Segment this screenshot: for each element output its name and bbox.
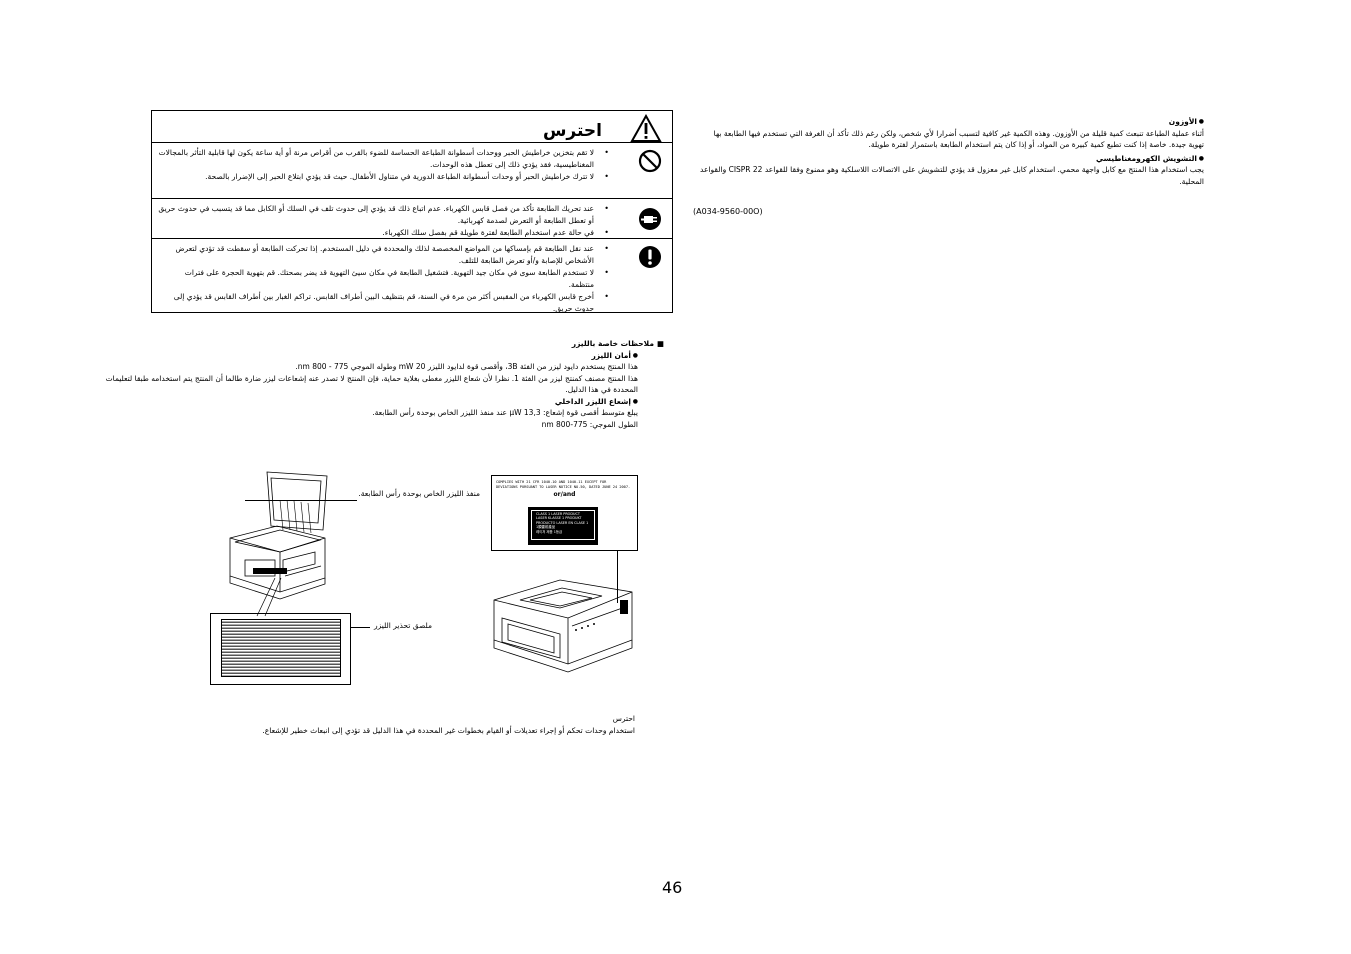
warning-item: عند نقل الطابعة قم بإمساكها من المواضع ا… bbox=[158, 243, 612, 266]
warning-row-unplug: عند تحريك الطابعة تأكد من فصل قابس الكهر… bbox=[152, 198, 672, 238]
class-label-line: CLASS 1 LASER PRODUCT bbox=[536, 512, 580, 516]
laser-warning-label-box bbox=[210, 613, 351, 685]
warning-item: في حالة عدم استخدام الطابعة لفترة طويلة … bbox=[158, 227, 612, 239]
class-label-line: 1類雷射產品 bbox=[536, 525, 556, 530]
ozone-text: أثناء عملية الطباعة تنبعث كمية قليلة من … bbox=[713, 128, 1204, 150]
emi-heading: التشويش الكهرومغناطيسي bbox=[700, 153, 1204, 165]
warning-item: عند تحريك الطابعة تأكد من فصل قابس الكهر… bbox=[158, 203, 612, 226]
laser-safety-line: هذا المنتج يستخدم دايود ليزر من الفئة 3B… bbox=[295, 362, 638, 371]
class1-label-outer: CLASS 1 LASER PRODUCT LASER KLASSE 1 PRO… bbox=[528, 507, 598, 545]
warning-box: احترس لا تقم بتخزين خراطيش الحبر ووحدات … bbox=[151, 110, 673, 313]
warning-item: لا تقم بتخزين خراطيش الحبر ووحدات أسطوان… bbox=[158, 147, 612, 170]
warning-row-storage: لا تقم بتخزين خراطيش الحبر ووحدات أسطوان… bbox=[152, 142, 672, 198]
class-label-line: 레이저 제품 1등급 bbox=[536, 529, 563, 534]
cert-line: DEVIATIONS PURSUANT TO LASER NOTICE NO.5… bbox=[496, 485, 631, 489]
cert-or-and: or/and bbox=[553, 491, 576, 498]
warning-item: أخرج قابس الكهرباء من المقبس أكثر من مرة… bbox=[158, 291, 612, 314]
warning-triangle-icon bbox=[630, 114, 662, 142]
callout-laser-aperture: منفذ الليزر الخاص بوحدة رأس الطابعة. bbox=[358, 489, 480, 498]
class-label-line: PRODUCTO LASER EN CLASE 1 bbox=[536, 520, 589, 525]
warning-row-handling: عند نقل الطابعة قم بإمساكها من المواضع ا… bbox=[152, 238, 672, 314]
warning-item: لا تستخدم الطابعة سوى في مكان جيد التهوي… bbox=[158, 267, 612, 290]
printer-closed-illustration bbox=[493, 579, 633, 673]
class1-label-inner: CLASS 1 LASER PRODUCT LASER KLASSE 1 PRO… bbox=[531, 510, 595, 540]
certification-text: COMPLIES WITH 21 CFR 1040.10 AND 1040.11… bbox=[492, 476, 637, 490]
right-column: الأوزون أثناء عملية الطباعة تنبعث كمية ق… bbox=[700, 116, 1204, 187]
laser-safety-line: هذا المنتج مصنف كمنتج ليزر من الفئة 1. ن… bbox=[105, 373, 638, 395]
callout-warning-label: ملصق تحذير الليزر bbox=[374, 621, 432, 630]
document-code: (A034-9560-00O) bbox=[693, 207, 763, 216]
page-number: 46 bbox=[662, 878, 683, 897]
caution-section: احترس استخدام وحدات تحكم أو إجراء تعديلا… bbox=[150, 713, 635, 736]
laser-heading: ■ ملاحظات خاصة بالليزر bbox=[100, 338, 664, 350]
certification-label-box: COMPLIES WITH 21 CFR 1040.10 AND 1040.11… bbox=[491, 475, 638, 551]
caution-heading: احترس bbox=[612, 714, 635, 723]
caution-text: استخدام وحدات تحكم أو إجراء تعديلات أو ا… bbox=[262, 725, 635, 735]
laser-safety-heading: أمان الليزر bbox=[100, 350, 638, 362]
prohibition-icon bbox=[638, 149, 662, 173]
laser-notes: ■ ملاحظات خاصة بالليزر أمان الليزر هذا ا… bbox=[100, 338, 664, 430]
warning-item: لا تترك خراطيش الحبر أو وحدات أسطوانة ال… bbox=[158, 171, 612, 183]
laser-warning-label-image bbox=[221, 619, 341, 677]
square-bullet-icon: ■ bbox=[656, 339, 664, 348]
printer-open-illustration bbox=[229, 471, 328, 600]
laser-radiation-heading: إشعاع الليزر الداخلي bbox=[100, 396, 638, 408]
unplug-icon bbox=[639, 208, 661, 230]
class-label-line: LASER KLASSE 1 PRODUKT bbox=[536, 516, 582, 521]
emi-text: يجب استخدام هذا المنتج مع كابل واجهة محم… bbox=[700, 165, 1204, 186]
laser-heading-text: ملاحظات خاصة بالليزر bbox=[571, 339, 654, 348]
callout-connector-icon bbox=[256, 578, 282, 617]
laser-radiation-line: يبلغ متوسط أقصى قوة إشعاع: 13,3 μW عند م… bbox=[372, 408, 638, 417]
warning-title: احترس bbox=[542, 121, 602, 141]
exclamation-icon bbox=[639, 246, 661, 268]
cert-line: COMPLIES WITH 21 CFR 1040.10 AND 1040.11… bbox=[496, 480, 607, 484]
laser-radiation-line: الطول الموجي: 775-800 nm bbox=[541, 419, 638, 429]
ozone-heading: الأوزون bbox=[700, 116, 1204, 128]
